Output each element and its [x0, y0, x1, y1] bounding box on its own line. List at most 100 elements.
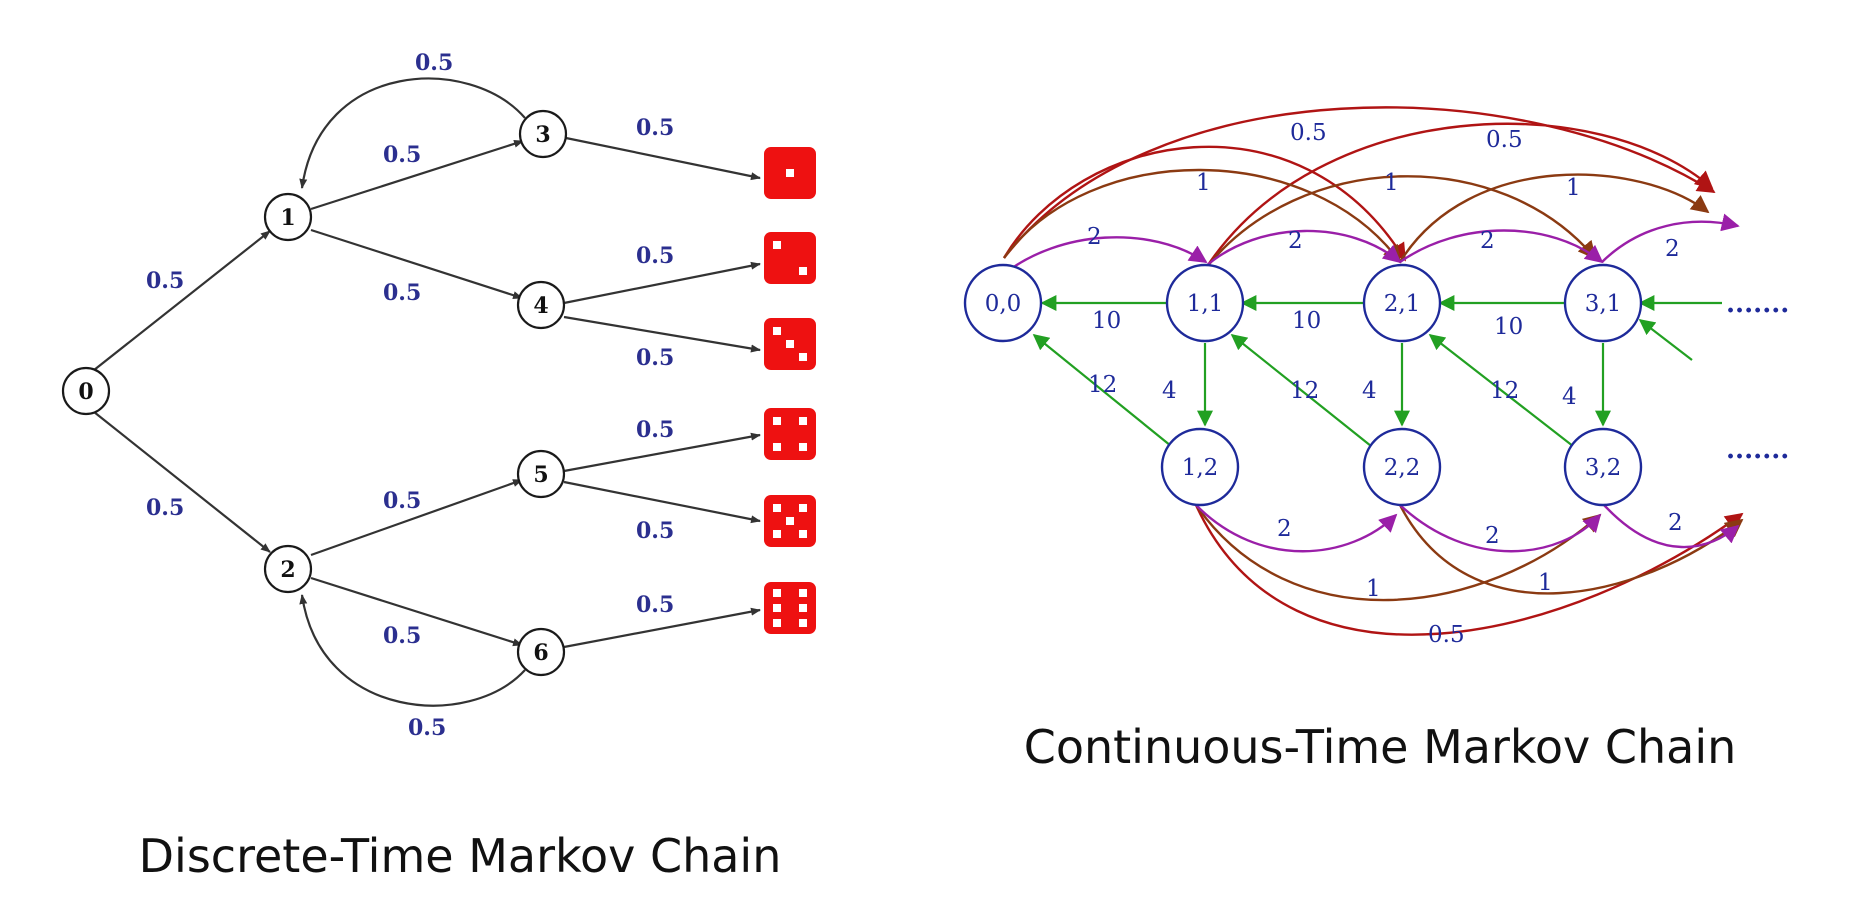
dt-edge-5-die5 [563, 480, 761, 524]
ct-arc-purple-12-to-22 [1195, 504, 1398, 553]
dt-edge-2-5 [310, 478, 523, 557]
die-face-3-icon [764, 318, 816, 370]
dt-node-2-label: 2 [280, 557, 295, 583]
ct-rate-green-12-b: 12 [1290, 378, 1319, 404]
dt-node-3-label: 3 [535, 122, 550, 148]
dt-edge-1-3 [310, 139, 524, 211]
ct-arc-red-11-to-beyond [1204, 122, 1714, 269]
ct-arc-red-00-to-beyond [1003, 106, 1716, 259]
die-face-1-icon [764, 147, 816, 199]
dt-node-6-label: 6 [533, 640, 548, 666]
dt-prob-1-4: 0.5 [383, 280, 421, 306]
ct-rate-brown-bot-a: 1 [1366, 576, 1381, 602]
dt-prob-5-die4: 0.5 [636, 417, 674, 443]
dt-prob-5-die5: 0.5 [636, 518, 674, 544]
ct-node-2-1-label: 2,1 [1384, 291, 1421, 317]
dt-node-4-label: 4 [533, 293, 548, 319]
ct-arc-brown-11-to-31 [1205, 175, 1597, 269]
die-face-6-icon [764, 582, 816, 634]
ct-green-edges [1032, 295, 1722, 451]
ct-arc-purple-32-to-beyond [1603, 504, 1740, 549]
dt-edge-0-2 [88, 407, 271, 553]
ct-node-3-1-label: 3,1 [1585, 291, 1622, 317]
die-face-4-icon [764, 408, 816, 460]
ct-node-3-2: 3,2 [1563, 427, 1643, 507]
dt-node-1-label: 1 [280, 205, 295, 231]
ct-node-1-2: 1,2 [1160, 427, 1240, 507]
ct-rates: 0.5 0.5 1 1 1 2 2 2 2 10 10 10 4 4 4 12 … [1087, 120, 1683, 648]
dt-node-3: 3 [518, 109, 568, 159]
ct-arc-red-00-to-21 [1002, 145, 1407, 262]
dt-node-2: 2 [263, 544, 313, 594]
ct-node-1-1: 1,1 [1165, 263, 1245, 343]
dt-caption: Discrete-Time Markov Chain [139, 829, 782, 883]
dt-node-5: 5 [516, 449, 566, 499]
dt-edges [88, 77, 761, 707]
dt-prob-2-5: 0.5 [383, 488, 421, 514]
ct-edge-12-to-00 [1032, 333, 1177, 451]
dt-edge-6-2-loop [299, 594, 526, 707]
dt-prob-1-3: 0.5 [383, 142, 421, 168]
ct-rate-red-bot: 0.5 [1428, 622, 1465, 648]
dt-edge-3-1-loop [299, 77, 526, 189]
ct-purple-arcs [1003, 213, 1740, 553]
dt-edge-2-6 [310, 576, 523, 647]
ct-arc-brown-21-to-beyond [1398, 173, 1710, 263]
ct-continuation-bottom: ....... [1726, 435, 1789, 465]
ct-node-1-2-label: 1,2 [1182, 455, 1219, 481]
ct-node-3-1: 3,1 [1563, 263, 1643, 343]
continuous-time-markov-chain: 0.5 0.5 1 1 1 2 2 2 2 10 10 10 4 4 4 12 … [963, 106, 1789, 774]
ct-nodes: 0,0 1,1 2,1 3,1 1,2 2,2 [963, 263, 1643, 507]
ct-rate-brown-top-a: 1 [1196, 170, 1211, 196]
dt-prob-3-die1: 0.5 [636, 115, 674, 141]
dt-prob-0-1: 0.5 [146, 268, 184, 294]
dt-prob-4-die2: 0.5 [636, 243, 674, 269]
dt-node-1: 1 [263, 192, 313, 242]
dt-dice [764, 147, 816, 634]
dt-edge-4-die2 [563, 261, 761, 305]
ct-arc-brown-00-to-21 [1003, 168, 1402, 264]
ct-arc-brown-22-to-beyond [1398, 504, 1744, 595]
ct-node-2-2-label: 2,2 [1384, 455, 1421, 481]
ct-node-0-0-label: 0,0 [985, 291, 1022, 317]
dt-prob-0-2: 0.5 [146, 495, 184, 521]
ct-rate-green-4-c: 4 [1562, 384, 1577, 410]
ct-arc-purple-00-to-11 [1003, 236, 1208, 275]
die-face-5-icon [764, 495, 816, 547]
dt-prob-3-1-loop: 0.5 [415, 50, 453, 76]
ct-rate-purple-top-b: 2 [1288, 228, 1303, 254]
ct-node-1-1-label: 1,1 [1187, 291, 1224, 317]
ct-rate-green-12-c: 12 [1490, 378, 1519, 404]
ct-rate-red-top-b: 0.5 [1486, 127, 1523, 153]
ct-arc-red-12-to-beyond [1194, 504, 1744, 636]
ct-edge-beyond-diag-to-31 [1638, 319, 1693, 361]
ct-caption: Continuous-Time Markov Chain [1024, 720, 1737, 774]
ct-node-3-2-label: 3,2 [1585, 455, 1622, 481]
dt-node-5-label: 5 [533, 462, 548, 488]
ct-arc-purple-22-to-32 [1399, 504, 1602, 553]
ct-brown-arcs [1003, 168, 1744, 602]
ct-arc-purple-31-to-beyond [1601, 213, 1740, 263]
ct-rate-brown-top-b: 1 [1384, 170, 1399, 196]
dt-edge-3-die1 [565, 136, 761, 181]
dt-edge-1-4 [310, 228, 523, 300]
ct-rate-green-4-b: 4 [1362, 378, 1377, 404]
ct-rate-purple-bot-b: 2 [1485, 523, 1500, 549]
dt-prob-6-2-loop: 0.5 [408, 715, 446, 741]
ct-rate-red-top-a: 0.5 [1290, 120, 1327, 146]
dt-edge-4-die3 [563, 315, 761, 353]
ct-rate-green-10-b: 10 [1292, 308, 1321, 334]
ct-rate-purple-top-a: 2 [1087, 224, 1102, 250]
dt-prob-4-die3: 0.5 [636, 345, 674, 371]
ct-arc-purple-11-to-21 [1205, 229, 1402, 267]
dt-edge-5-die4 [563, 432, 761, 473]
dt-node-0-label: 0 [78, 379, 93, 405]
dt-node-4: 4 [516, 280, 566, 330]
dt-edge-6-die6 [563, 607, 761, 649]
ct-rate-green-4-a: 4 [1162, 378, 1177, 404]
dt-prob-6-die6: 0.5 [636, 592, 674, 618]
ct-rate-purple-top-d: 2 [1665, 236, 1680, 262]
ct-edge-32-to-21 [1428, 334, 1579, 451]
dt-edge-0-1 [88, 230, 271, 375]
ct-arc-brown-12-to-32 [1195, 504, 1602, 602]
